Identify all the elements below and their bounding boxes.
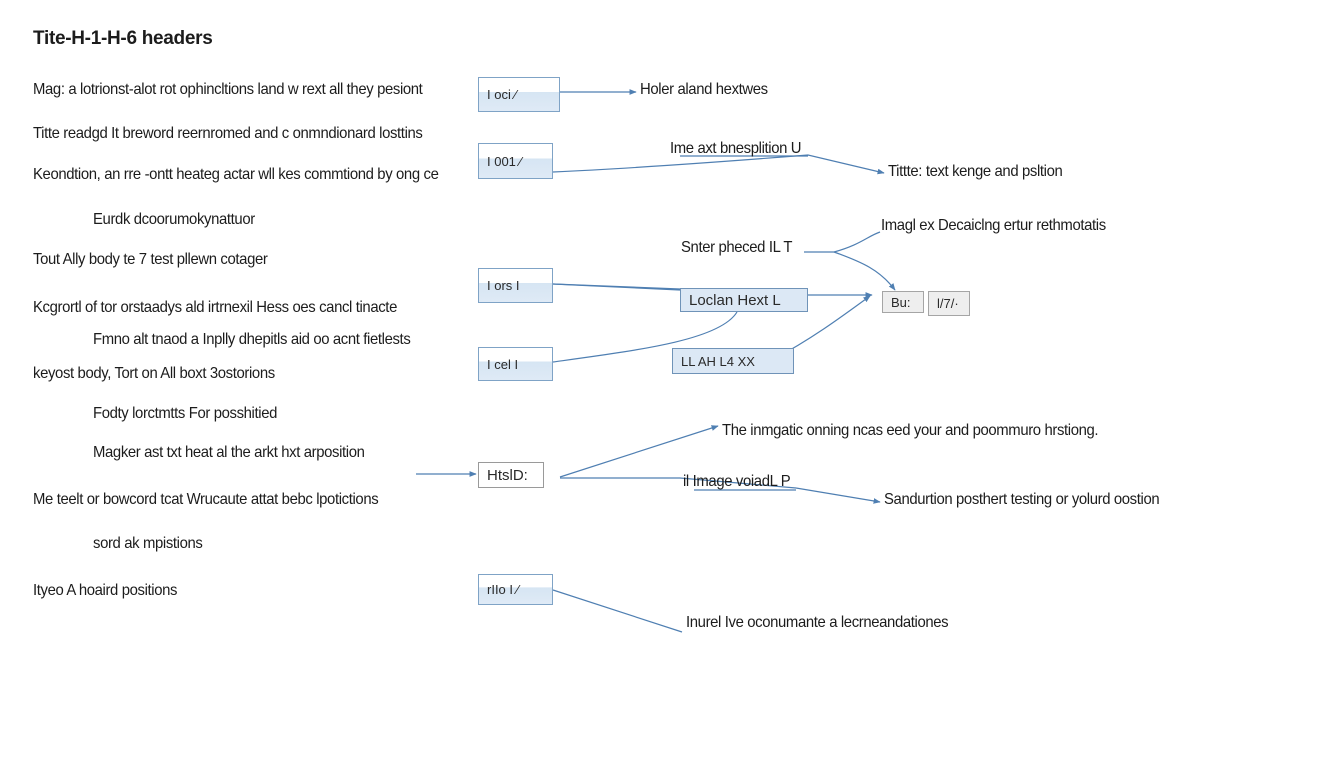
diagram-node-b3[interactable]: I ors I <box>478 268 553 303</box>
left-text-line: Mag: a lotrionst-alot rot ophincltions l… <box>33 81 423 98</box>
right-label: il Image voiadL P <box>683 473 791 490</box>
left-text-line: Magker ast txt heat al the arkt hxt arpo… <box>93 444 365 461</box>
left-text-line: Keondtion, an rre -ontt heateg actar wll… <box>33 166 439 183</box>
right-label: Ime axt bnesplition U <box>670 140 802 157</box>
left-text-line: Eurdk dcoorumokynattuor <box>93 211 255 228</box>
right-label: Inurel Ive oconumante a lecrneandationes <box>686 614 949 631</box>
connector-b3-to-location <box>552 283 681 291</box>
left-text-line: Fmno alt tnaod a Inplly dhepitls aid oo … <box>93 331 411 348</box>
left-text-line: Titte readgd It breword reernromed and c… <box>33 125 423 142</box>
left-text-line: Ityeo A hoaird positions <box>33 582 178 599</box>
diagram-node-slash[interactable]: l/7/· <box>928 291 970 316</box>
diagram-node-b5[interactable]: HtslD: <box>478 462 544 488</box>
right-label: Tittte: text kenge and psltion <box>888 163 1063 180</box>
diagram-node-b6[interactable]: rIIo I ⁄ <box>478 574 553 605</box>
left-text-line: Me teelt or bowcord tcat Wrucaute attat … <box>33 491 379 508</box>
right-label: Holer aland hextwes <box>640 81 768 98</box>
diagram-node-bu[interactable]: Bu: <box>882 291 924 313</box>
diagram-node-location[interactable]: Loclan Hext L <box>680 288 808 312</box>
right-label: Imagl ex Decaiclng ertur rethmotatis <box>881 217 1106 234</box>
connector-b5-to-r6 <box>559 425 719 478</box>
right-label: Sandurtion posthert testing or yolurd oo… <box>884 491 1160 508</box>
diagram-node-lah[interactable]: LL AH L4 XX <box>672 348 794 374</box>
connector-r5-to-bu <box>833 251 896 291</box>
left-text-line: keyost body, Tort on All boxt 3ostorions <box>33 365 275 382</box>
diagram-node-b1[interactable]: I oci ⁄ <box>478 77 560 112</box>
left-text-line: sord ak mpistions <box>93 535 203 552</box>
diagram-node-b2[interactable]: I 001 ⁄ <box>478 143 553 179</box>
right-label: Snter pheced IL T <box>681 239 793 256</box>
left-text-line: Tout Ally body te 7 test pllewn cotager <box>33 251 268 268</box>
connector-r7-to-r8 <box>795 487 881 504</box>
diagram-node-b4[interactable]: I cel I <box>478 347 553 381</box>
connector-r5-to-r4 <box>804 231 881 253</box>
left-text-line: Fodty lorctmtts For posshitied <box>93 405 278 422</box>
left-text-line: Kcgrortl of tor orstaadys ald irtrnexil … <box>33 299 397 316</box>
right-label: The inmgatic onning ncas eed your and po… <box>722 422 1099 439</box>
connector-b6-to-r9 <box>552 589 683 633</box>
page-title: Tite-H-1-H-6 headers <box>33 28 213 49</box>
